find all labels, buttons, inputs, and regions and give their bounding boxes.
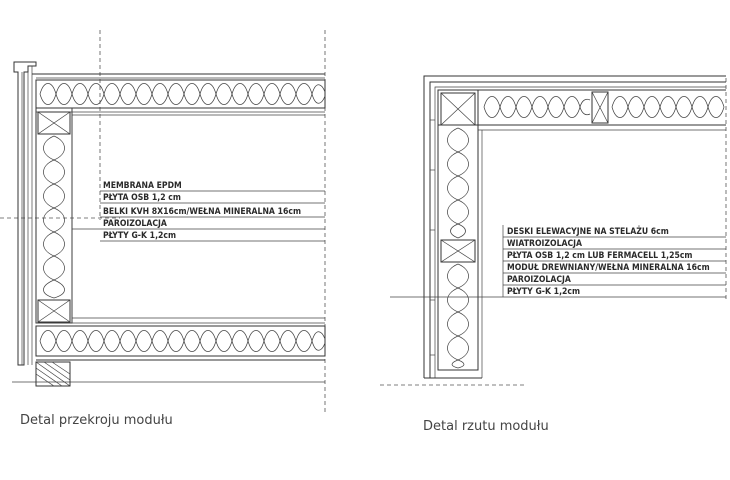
section-layer-4-label: PAROIZOLACJA xyxy=(103,219,167,229)
section-layer-1-label: MEMBRANA EPDM xyxy=(103,181,182,191)
plan-layer-6-label: PŁYTY G-K 1,2cm xyxy=(507,287,580,297)
section-leaders xyxy=(72,190,325,242)
plan-layer-4-label: MODUŁ DREWNIANY/WEŁNA MINERALNA 16cm xyxy=(507,263,710,273)
plan-caption: Detal rzutu modułu xyxy=(423,419,549,434)
section-layer-2-label: PŁYTA OSB 1,2 cm xyxy=(103,193,181,203)
floor-layer xyxy=(35,317,326,387)
plan-layer-2-label: WIATROIZOLACJA xyxy=(507,239,582,249)
roof-layer xyxy=(32,73,326,116)
plan-top-wall xyxy=(438,89,726,131)
plan-detail: DESKI ELEWACYJNE NA STELAŻU 6cm WIATROIZ… xyxy=(380,75,727,434)
section-layer-3-label: BELKI KVH 8X16cm/WEŁNA MINERALNA 16cm xyxy=(103,207,301,217)
facade-boards xyxy=(423,75,726,378)
section-caption: Detal przekroju modułu xyxy=(20,413,173,428)
section-layer-5-label: PŁYTY G-K 1,2cm xyxy=(103,231,176,241)
plan-leaders xyxy=(390,225,726,298)
plan-layer-5-label: PAROIZOLACJA xyxy=(507,275,571,285)
plan-layer-3-label: PŁYTA OSB 1,2 cm LUB FERMACELL 1,25cm xyxy=(507,251,693,261)
plan-side-wall xyxy=(424,89,483,379)
wall-layer xyxy=(35,107,73,324)
edge-flashing xyxy=(13,61,37,366)
plan-layer-1-label: DESKI ELEWACYJNE NA STELAŻU 6cm xyxy=(507,226,669,237)
section-detail: MEMBRANA EPDM PŁYTA OSB 1,2 cm BELKI KVH… xyxy=(0,30,326,428)
